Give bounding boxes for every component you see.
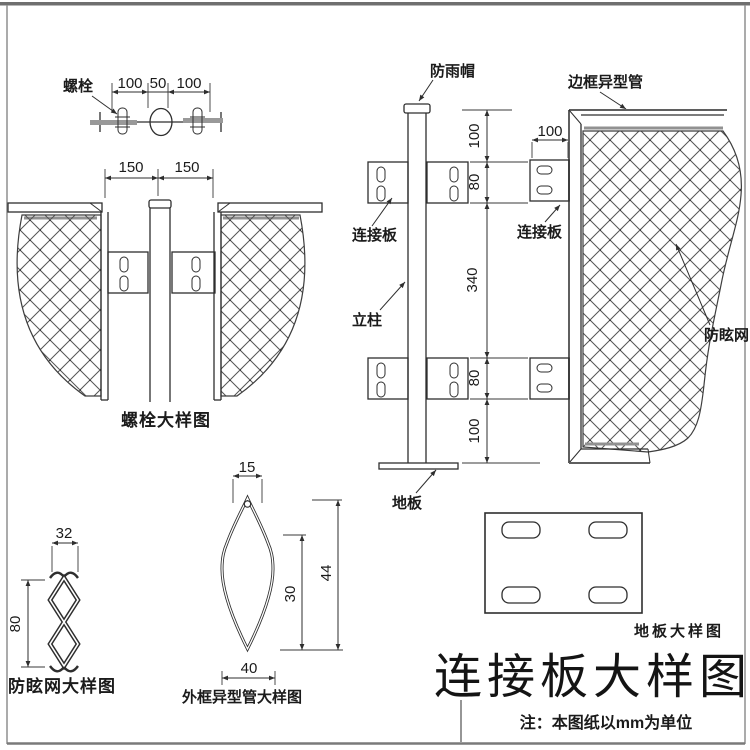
dim-150-left: 150: [118, 159, 143, 176]
conn-plate-lower-right: [426, 357, 469, 400]
rain-cap-callout: 防雨帽: [430, 62, 475, 80]
bolt-leader: [91, 95, 118, 115]
conn-plate: [171, 251, 216, 294]
unit-note: 注：本图纸以mm为单位: [520, 713, 692, 732]
floor-leader: [415, 469, 437, 494]
post-leader: [379, 281, 406, 311]
bolt-plan-detail: 100 50 100 螺栓 150 150: [63, 75, 223, 198]
dim-tube-total-height: 44: [318, 565, 335, 582]
glare-net-callout: 防眩网: [704, 326, 749, 344]
floor-plate-outline: [484, 512, 643, 614]
dim-chain-100-bottom: 100: [466, 418, 483, 443]
dim-tube-inner-height: 30: [282, 586, 299, 603]
title-block: 连接板大样图 注：本图纸以mm为单位: [434, 651, 750, 742]
dim-bolt-100-left: 100: [117, 75, 142, 92]
bolt-glyph-left: [115, 107, 130, 135]
frame-tube-callout: 边框异型管: [567, 73, 643, 91]
wire-mesh-glyph: [47, 571, 81, 673]
panel-frame-detail: 边框异型管 100 连接板 防眩网: [517, 73, 749, 464]
dim-chain-80-bottom: 80: [466, 370, 483, 387]
slot: [501, 586, 541, 604]
plate-section-right: [183, 118, 223, 123]
dim-tube-top: 15: [239, 459, 256, 476]
glare-net-detail-caption: 防眩网大样图: [8, 676, 116, 696]
dim-tube-width: 40: [241, 660, 258, 677]
conn-plate-left-callout: 连接板: [352, 226, 398, 244]
conn-plate-upper-left: [367, 161, 409, 204]
dim-net-width: 32: [56, 525, 73, 542]
rail-top-right: [217, 202, 323, 213]
slot: [501, 521, 541, 539]
floor-detail-caption: 地板大样图: [634, 622, 724, 640]
bolt-callout: 螺栓: [63, 77, 93, 95]
post-callout: 立柱: [352, 311, 382, 329]
frame-tube-leader: [599, 91, 627, 110]
conn-plate-right-leader: [544, 204, 561, 223]
dim-150-right: 150: [174, 159, 199, 176]
dim-bolt-100-right: 100: [176, 75, 201, 92]
bolt-detail-caption: 螺栓大样图: [121, 410, 211, 430]
floor-plate-detail: 地板大样图: [484, 512, 724, 640]
rain-cap-leader: [418, 79, 434, 102]
conn-plate: [107, 251, 149, 294]
conn-plate-left-leader: [371, 197, 393, 227]
base-plate: [378, 462, 459, 470]
floor-callout: 地板: [392, 494, 423, 512]
glare-net-leader: [675, 243, 711, 326]
frame-tube-detail-caption: 外框异型管大样图: [181, 688, 302, 706]
slot: [588, 586, 628, 604]
post-elevation: 防雨帽 100 80 340 80 100: [352, 62, 540, 512]
post-cap: [403, 103, 431, 114]
tube-profile: [220, 494, 275, 653]
bolt-glyph-right: [190, 107, 205, 135]
plate-section-left: [90, 120, 137, 125]
dim-chain-80-top: 80: [466, 174, 483, 191]
conn-plate-upper-right: [426, 161, 469, 204]
dim-chain-340: 340: [464, 267, 481, 292]
mesh-panel-right: [220, 214, 306, 397]
slot: [588, 521, 628, 539]
dim-net-height: 80: [7, 616, 24, 633]
frame-tube-section-detail: 15 30 44 40 外框异型管大样图: [181, 459, 343, 706]
conn-plate-lower-left: [367, 357, 409, 400]
dim-plate-width: 100: [537, 123, 562, 140]
conn-plate-panel-upper: [529, 159, 570, 202]
mesh-panel-left: [16, 214, 102, 397]
dim-chain-100-top: 100: [466, 123, 483, 148]
glare-net-section-detail: 32 80 防眩网大样图: [7, 525, 116, 696]
glare-net-mesh: [582, 130, 742, 453]
post-cap: [148, 199, 172, 209]
bolt-elevation-detail: 螺栓大样图: [7, 199, 323, 430]
rail-top-left: [7, 202, 103, 213]
main-title: 连接板大样图: [434, 651, 750, 704]
conn-plate-right-callout: 连接板: [517, 223, 563, 241]
post-section-circle: [149, 107, 173, 137]
dim-bolt-50: 50: [150, 75, 167, 92]
conn-plate-panel-lower: [529, 357, 570, 400]
